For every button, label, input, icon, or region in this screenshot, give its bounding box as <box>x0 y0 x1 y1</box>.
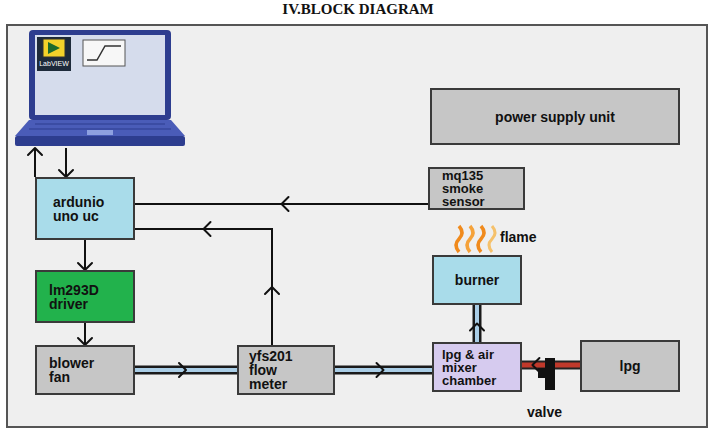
box-text-group: yfs201 flow meter <box>249 349 304 391</box>
arrow-head <box>377 363 384 377</box>
signal-line <box>65 148 67 177</box>
box-label: ardunio uno uc <box>53 195 123 223</box>
annotation-label: flame <box>500 229 537 245</box>
laptop-base <box>15 120 185 136</box>
process-box: ardunio uno uc <box>35 177 135 240</box>
arrow-head <box>470 324 484 331</box>
connector <box>335 363 432 377</box>
box-label: mq135 smoke sensor <box>442 169 502 208</box>
arrow-head <box>282 197 289 211</box>
process-box: yfs201 flow meter <box>237 345 335 395</box>
process-box: burner <box>432 255 522 305</box>
box-label: yfs201 flow meter <box>249 349 304 391</box>
laptop-keys <box>35 124 165 125</box>
process-box: blower fan <box>35 345 135 395</box>
arrow-head <box>265 287 279 294</box>
connector <box>470 305 484 342</box>
signal-line <box>84 323 86 345</box>
connector <box>135 222 279 345</box>
process-box: lm293D driver <box>35 270 135 323</box>
flame-symbol <box>467 226 473 252</box>
box-label: blower fan <box>49 356 104 384</box>
arrow-head <box>204 222 211 236</box>
laptop-keys <box>29 129 171 130</box>
arrow-head <box>59 170 73 177</box>
box-label: lm293D driver <box>49 283 109 311</box>
laptop-screen-frame <box>29 30 171 120</box>
signal-line <box>84 240 86 270</box>
box-text-group: lpg & air mixer chamber <box>442 348 520 387</box>
app-icon-background <box>37 37 71 71</box>
laptop-screen <box>35 35 165 115</box>
connector <box>59 148 73 177</box>
box-label: burner <box>455 273 499 287</box>
connector <box>78 240 92 270</box>
app-icon <box>43 39 65 57</box>
app-icon-label: LabVIEW <box>37 60 71 68</box>
flame-symbol <box>478 226 484 252</box>
diagram-title: IV.BLOCK DIAGRAM <box>0 1 716 18</box>
box-text-group: lpg <box>620 359 641 373</box>
arrow-head <box>179 363 186 377</box>
laptop-touchpad <box>87 130 113 135</box>
laptop-bottom <box>15 136 185 146</box>
laptop-illustration <box>15 30 185 148</box>
box-text-group: mq135 smoke sensor <box>442 169 502 208</box>
valve-symbol <box>545 358 555 390</box>
box-text-group: burner <box>455 273 499 287</box>
process-box: lpg <box>580 340 680 392</box>
connector <box>135 363 237 377</box>
annotation-label: valve <box>527 404 562 420</box>
flame-symbol <box>489 226 495 252</box>
graph-window <box>83 40 125 66</box>
process-box: lpg & air mixer chamber <box>432 342 522 392</box>
box-label: lpg & air mixer chamber <box>442 348 520 387</box>
signal-line <box>135 229 272 345</box>
connector <box>28 148 42 177</box>
flame-symbol <box>456 226 462 252</box>
box-text-group: blower fan <box>49 356 104 384</box>
box-text-group: lm293D driver <box>49 283 109 311</box>
connector <box>78 323 92 345</box>
connector <box>135 197 428 211</box>
process-box: mq135 smoke sensor <box>428 167 525 210</box>
process-box: power supply unit <box>430 88 680 145</box>
signal-line <box>34 148 36 177</box>
graph-curve <box>87 46 121 60</box>
valve-handle <box>538 368 546 378</box>
arrow-head <box>28 148 42 155</box>
app-icon-arrow <box>48 42 60 54</box>
box-label: lpg <box>620 359 641 373</box>
box-text-group: ardunio uno uc <box>53 195 123 223</box>
laptop-node: LabVIEW <box>15 30 185 148</box>
arrow-head <box>78 338 92 345</box>
arrow-head <box>78 263 92 270</box>
box-label: power supply unit <box>495 110 615 124</box>
box-text-group: power supply unit <box>495 110 615 124</box>
